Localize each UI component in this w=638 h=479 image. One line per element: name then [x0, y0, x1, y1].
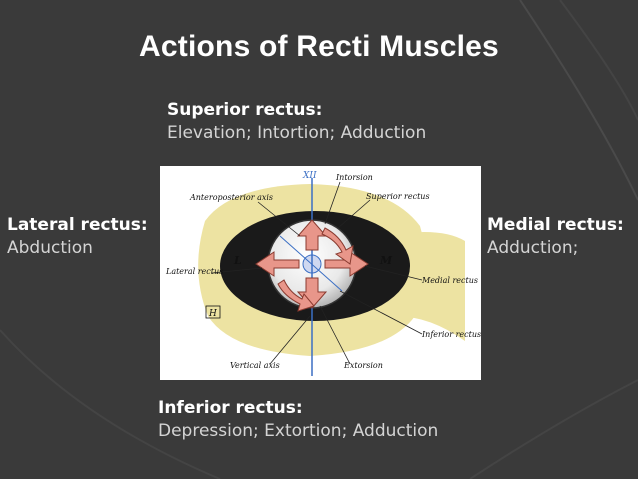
slide-title: Actions of Recti Muscles	[139, 30, 499, 63]
arrow-extorsion	[277, 279, 315, 312]
arrow-inferior	[296, 277, 328, 309]
callout-vertical-axis: Vertical axis	[230, 361, 280, 370]
callout-medial-rectus: Medial rectus	[421, 276, 478, 285]
lateral-rectus-label: Lateral rectus: Abduction	[7, 214, 148, 260]
callout-extorsion: Extorsion	[343, 361, 383, 370]
superior-rectus-heading: Superior rectus:	[167, 100, 323, 120]
eye-diagram: XII Intorsion Anteroposterior axis Super…	[160, 166, 481, 380]
callout-intorsion: Intorsion	[335, 173, 373, 182]
callout-inferior-rectus: Inferior rectus	[421, 330, 481, 339]
medial-rectus-label: Medial rectus: Adduction;	[487, 214, 624, 260]
arrow-lateral	[255, 251, 300, 277]
callout-lateral-rectus: Lateral rectus	[165, 267, 223, 276]
callout-anteroposterior-axis: Anteroposterior axis	[189, 193, 273, 202]
superior-rectus-actions: Elevation; Intortion; Adduction	[167, 123, 427, 143]
medial-rectus-actions: Adduction;	[487, 238, 579, 258]
letter-l: L	[233, 254, 242, 267]
letter-h: H	[208, 309, 217, 319]
anteroposterior-axis-line	[279, 235, 343, 292]
lateral-rectus-heading: Lateral rectus:	[7, 215, 148, 235]
lateral-rectus-actions: Abduction	[7, 238, 93, 258]
inferior-rectus-heading: Inferior rectus:	[158, 398, 303, 418]
arrow-superior	[296, 219, 328, 251]
inferior-rectus-actions: Depression; Extortion; Adduction	[158, 421, 439, 441]
arrow-intorsion	[321, 227, 354, 265]
roman-numeral: XII	[302, 171, 317, 181]
box-h	[205, 305, 221, 319]
callout-superior-rectus: Superior rectus	[366, 192, 430, 201]
eye-diagram-svg: XII Intorsion Anteroposterior axis Super…	[165, 171, 481, 376]
medial-rectus-heading: Medial rectus:	[487, 215, 624, 235]
letter-m: M	[379, 254, 393, 267]
superior-rectus-label: Superior rectus: Elevation; Intortion; A…	[167, 99, 426, 145]
inferior-rectus-label: Inferior rectus: Depression; Extortion; …	[158, 397, 438, 443]
